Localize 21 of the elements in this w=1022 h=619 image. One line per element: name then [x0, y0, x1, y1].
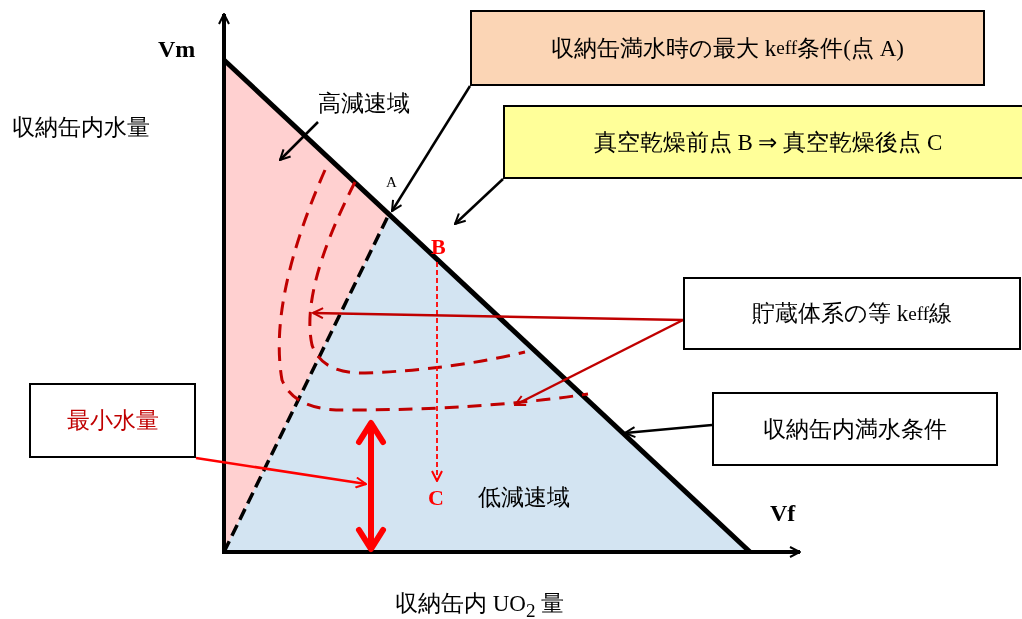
- leader-line: [514, 318, 684, 407]
- axis-label: Vf: [770, 500, 796, 527]
- double-arrow: [356, 420, 386, 552]
- arrow: [454, 178, 504, 225]
- point-label: A: [386, 174, 397, 191]
- callout-box: 真空乾燥前点 B ⇒ 真空乾燥後点 C: [503, 105, 1022, 179]
- callout-box: 収納缶内満水条件: [712, 392, 998, 466]
- leader-line: [624, 423, 713, 439]
- region-label: 高減速域: [318, 88, 410, 119]
- leader-line: [279, 121, 319, 161]
- arrow: [431, 261, 443, 482]
- callout-box: 最小水量: [29, 383, 196, 458]
- point-label: C: [428, 485, 444, 511]
- arrow: [195, 456, 367, 489]
- arrow: [390, 85, 472, 212]
- axis-label: 収納缶内 UO$_{2}$ 量: [395, 590, 565, 619]
- axis-label: Vm: [158, 36, 196, 63]
- axis-label: 収納缶内水量: [12, 114, 150, 142]
- point-label: B: [431, 234, 446, 260]
- leader-line: [312, 307, 684, 322]
- region-label: 低減速域: [478, 484, 570, 512]
